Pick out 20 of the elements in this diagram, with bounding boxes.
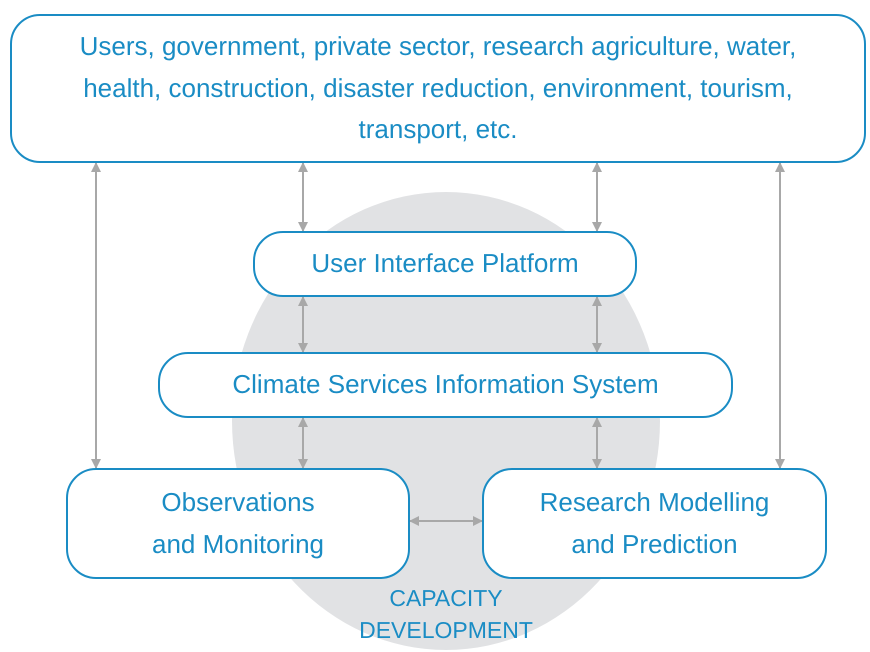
double-arrow (298, 296, 308, 353)
double-arrow (592, 162, 602, 232)
component-box (482, 468, 827, 579)
box-label: Users, government, private sector, research agriculture, water, health, construction, disaster reduction, environment, tourism, transport, etc. (78, 30, 798, 146)
box-label: Climate Services Information System (232, 368, 659, 402)
system-box (158, 352, 733, 418)
circle-label: CAPACITY DEVELOPMENT (358, 584, 534, 646)
double-arrow (592, 417, 602, 469)
double-arrow (91, 162, 101, 469)
double-arrow (775, 162, 785, 469)
stakeholder-box (10, 14, 866, 163)
platform-box (253, 231, 637, 297)
double-arrow (298, 417, 308, 469)
double-arrow (409, 516, 483, 526)
box-label: Research Modelling and Prediction (538, 486, 770, 560)
double-arrow (298, 162, 308, 232)
box-label: User Interface Platform (311, 247, 579, 280)
double-arrow (592, 296, 602, 353)
component-box (66, 468, 410, 579)
box-label: Observations and Monitoring (151, 486, 325, 560)
